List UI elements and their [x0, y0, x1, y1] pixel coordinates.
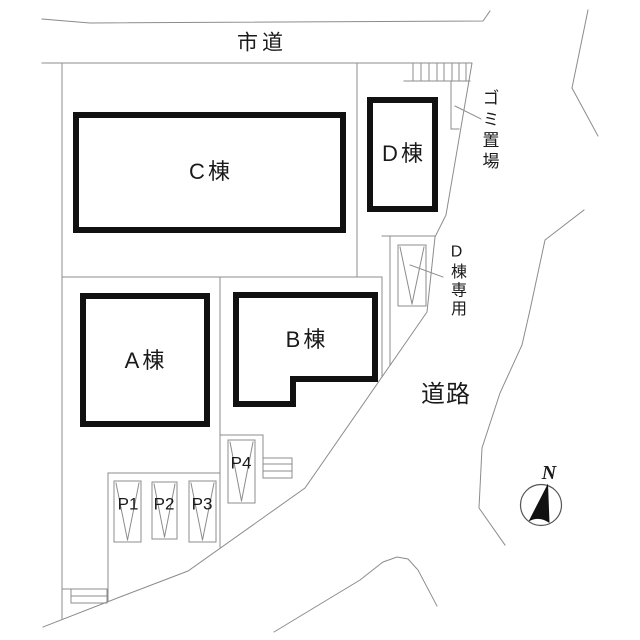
parking-label-p3: P3	[191, 494, 213, 514]
parking-stall-p3	[188, 480, 217, 543]
garbage-area-box	[450, 80, 460, 130]
road-east-edge-upper	[571, 9, 599, 137]
roadside-hatch-strip	[403, 62, 471, 82]
steps-hatch-southwest	[61, 588, 108, 604]
building-a-outline	[80, 293, 210, 427]
north-compass	[519, 483, 563, 527]
parking-label-p1: P1	[117, 494, 139, 514]
road-east-edge-lower	[478, 209, 585, 546]
building-b-label: B棟	[285, 327, 329, 352]
parking-label-p2: P2	[153, 494, 175, 514]
compass-circle	[519, 483, 563, 527]
compass-north-label: N	[541, 462, 557, 484]
parking-label-p4: P4	[230, 453, 252, 473]
site-east-boundary	[42, 62, 473, 628]
parking-stall-d-reserved	[397, 244, 427, 307]
compass-needle-icon	[528, 483, 550, 523]
building-b-outline	[233, 292, 378, 407]
parking-stall-p2	[151, 481, 178, 540]
steps-hatch-east	[262, 457, 293, 479]
parking-stall-p4	[227, 439, 256, 504]
city-road-north-edge	[41, 10, 491, 24]
parking-stall-p1	[113, 480, 142, 543]
road-south-curve	[273, 556, 438, 633]
building-c-outline	[73, 112, 346, 233]
city-road-label: 市道	[237, 31, 287, 55]
garbage-leader-line	[454, 105, 482, 120]
building-d-outline	[367, 97, 438, 212]
building-a-label: A棟	[124, 348, 168, 373]
road-label: 道路	[421, 381, 471, 408]
garbage-area-label: ゴミ置場	[479, 89, 499, 173]
reserved-parking-label: D棟専用	[448, 243, 465, 319]
building-c-label: C棟	[189, 159, 233, 184]
building-d-label: D棟	[382, 141, 426, 166]
